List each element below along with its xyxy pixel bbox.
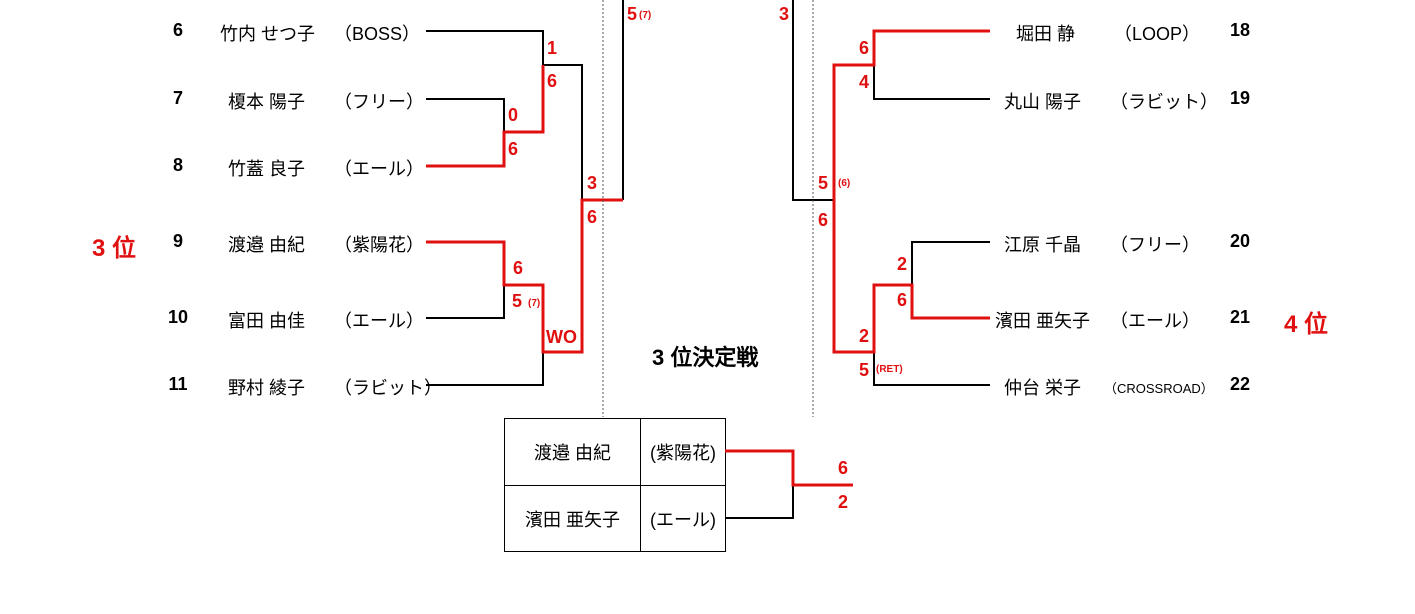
tiebreak: (7) — [528, 298, 541, 309]
player-name: 渡邉 由紀 — [228, 235, 306, 255]
score-wo: WO — [546, 327, 577, 347]
score: 4 — [859, 72, 870, 92]
seed-19: 19 — [1229, 88, 1251, 108]
score: 6 — [513, 258, 524, 278]
score: 6 — [547, 71, 558, 91]
third-place-title: 3 位決定戦 — [652, 345, 759, 370]
line-r1-loser — [543, 64, 583, 200]
player-club: （ラビット） — [1110, 92, 1218, 112]
line-p7 — [426, 98, 505, 132]
player-club: （フリー） — [1110, 235, 1200, 255]
line-final-right — [792, 0, 834, 201]
score: 6 — [897, 290, 908, 310]
score: 5 — [818, 173, 829, 193]
right-red-lines — [832, 29, 990, 354]
seed-20: 20 — [1229, 231, 1251, 251]
red-p9 — [426, 198, 623, 354]
score: 5 — [859, 360, 870, 380]
player-name: 榎本 陽子 — [228, 92, 306, 112]
third-loser-line — [725, 485, 794, 519]
third-player-1-club: (紫陽花) — [650, 443, 716, 463]
player-name: 丸山 陽子 — [1004, 92, 1082, 112]
center-dotted-lines — [602, 0, 814, 417]
player-club: （エール） — [334, 159, 424, 179]
tiebreak: (7) — [639, 10, 652, 21]
third-score-1: 6 — [838, 458, 849, 478]
player-name: 野村 綾子 — [228, 378, 306, 398]
score: 5 — [512, 291, 523, 311]
line-p11 — [426, 352, 544, 386]
score: 6 — [818, 210, 829, 230]
red-p8 — [426, 65, 545, 168]
line-p20 — [911, 241, 990, 285]
player-name: 竹蓋 良子 — [228, 159, 306, 179]
score: 2 — [859, 326, 870, 346]
seed-9: 9 — [172, 231, 183, 251]
third-player-2-name: 濱田 亜矢子 — [524, 509, 620, 530]
seed-6: 6 — [172, 20, 183, 40]
player-name: 江原 千晶 — [1004, 235, 1082, 255]
third-place-table — [504, 418, 726, 552]
retired-mark: (RET) — [876, 364, 903, 375]
red-p21 — [832, 200, 990, 354]
third-player-2-club: (エール) — [650, 509, 716, 530]
rank-left: 3 位 — [92, 235, 137, 262]
player-name: 仲台 栄子 — [1004, 378, 1082, 398]
line-p10 — [426, 285, 505, 319]
left-black-lines — [426, 0, 624, 386]
player-name: 竹内 せつ子 — [220, 24, 316, 44]
line-p19 — [873, 65, 990, 100]
line-p6 — [426, 30, 544, 65]
player-club: （紫陽花） — [334, 235, 424, 255]
seed-8: 8 — [172, 155, 183, 175]
seed-11: 11 — [168, 374, 188, 394]
player-club: （フリー） — [334, 92, 424, 112]
player-club: （エール） — [1110, 311, 1200, 331]
tiebreak: (6) — [838, 178, 851, 189]
third-player-1-name: 渡邉 由紀 — [533, 443, 611, 463]
player-name: 濱田 亜矢子 — [995, 311, 1091, 331]
rank-right: 4 位 — [1284, 311, 1329, 338]
red-p18 — [832, 29, 990, 200]
score: 6 — [508, 139, 519, 159]
player-name: 堀田 静 — [1016, 24, 1076, 44]
score: 6 — [587, 207, 598, 227]
score: 0 — [508, 105, 519, 125]
seed-7: 7 — [172, 88, 183, 108]
score: 5 — [627, 4, 638, 24]
player-club: （エール） — [334, 311, 424, 331]
player-club: （ラビット） — [334, 378, 442, 398]
player-club: （CROSSROAD） — [1104, 381, 1214, 396]
line-p22 — [873, 352, 990, 386]
left-red-lines — [426, 65, 623, 354]
score: 3 — [779, 4, 790, 24]
player-name: 富田 由佳 — [228, 311, 306, 331]
score: 1 — [547, 38, 558, 58]
player-club: （LOOP） — [1114, 24, 1201, 44]
third-winner-line — [725, 449, 853, 487]
score: 3 — [587, 173, 598, 193]
seed-18: 18 — [1229, 20, 1251, 40]
seed-22: 22 — [1229, 374, 1251, 394]
right-black-lines — [792, 0, 990, 386]
player-club: （BOSS） — [334, 24, 421, 44]
score: 6 — [859, 38, 870, 58]
score: 2 — [897, 254, 908, 274]
seed-10: 10 — [167, 307, 189, 327]
third-score-2: 2 — [838, 492, 849, 512]
seed-21: 21 — [1229, 307, 1251, 327]
